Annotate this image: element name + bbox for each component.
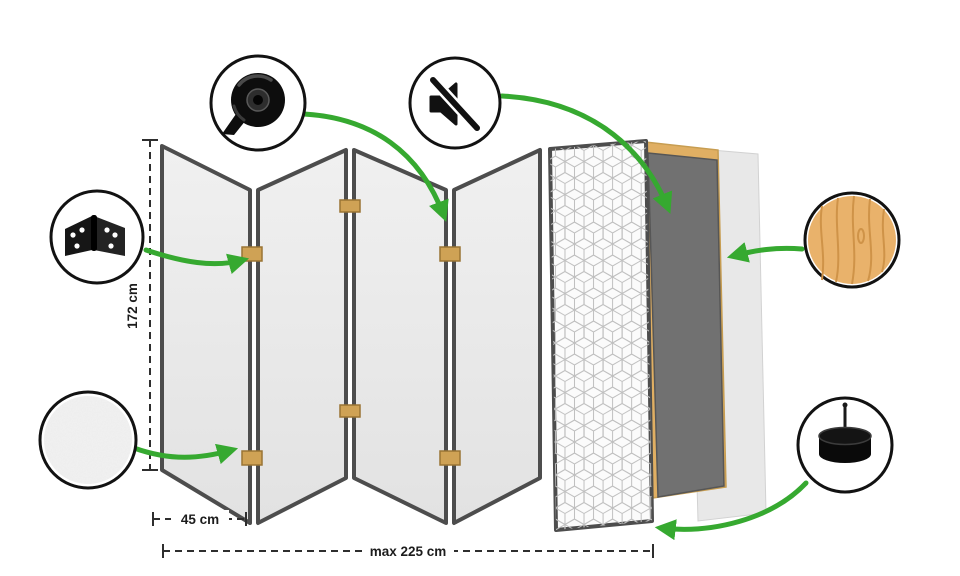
arrow-mute [499,93,673,214]
hinge-bottom-fold1 [241,450,263,466]
panel-2 [256,148,348,525]
panel-width-label: 45 cm [181,512,219,527]
floor-protector-icon [818,402,872,463]
pine-wood-icon [808,195,896,285]
hinge-top-fold2 [339,199,361,213]
arrow-hinge [143,247,250,275]
callout-mute [408,56,502,150]
panel-1 [160,144,252,525]
arrow-wood [726,242,805,263]
panel-width-label-bg [171,510,229,528]
panel-4 [452,148,542,525]
callout-hinge [49,189,145,285]
sound-dampening-icon [427,74,483,134]
height-dimension [142,139,158,471]
hinge-icon [65,215,125,256]
hinge-bottom-fold3 [439,450,461,466]
callout-arrows [131,93,809,541]
total-width-label: max 225 cm [370,544,447,559]
callout-wood [803,191,901,289]
dark-board [647,152,725,498]
callout-felt [796,396,894,494]
hinges [241,199,461,466]
adhesive-tape-icon [222,73,285,135]
total-width-label-bg [362,542,454,560]
printed-pattern-panel [548,139,654,532]
arrow-felt [654,480,809,541]
arrow-texture [131,443,239,465]
hinge-bottom-fold2 [339,404,361,418]
arrow-tape [301,111,449,222]
panel-width-dimension [152,512,247,526]
callout-tape [209,54,307,152]
height-label: 172 cm [125,283,140,329]
hinge-top-fold3 [439,246,461,262]
canvas-texture-icon [44,396,132,484]
folded-panels [160,144,542,525]
panel-3 [352,148,448,525]
callout-texture [38,390,138,490]
